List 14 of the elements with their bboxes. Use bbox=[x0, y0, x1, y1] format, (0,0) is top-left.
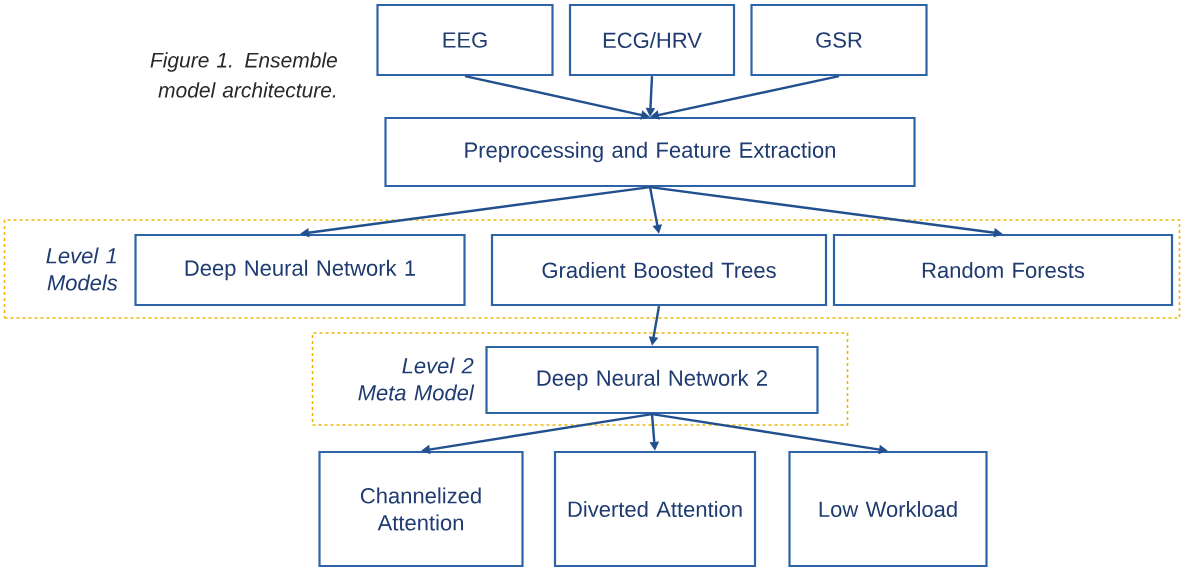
process-box: Diverted Attention bbox=[553, 450, 757, 568]
process-box: Preprocessing and Feature Extraction bbox=[384, 116, 916, 188]
process-box: ECG/HRV bbox=[568, 3, 736, 77]
process-box: Deep Neural Network 2 bbox=[485, 345, 819, 415]
process-box: EEG bbox=[376, 3, 554, 77]
process-box: GSR bbox=[750, 3, 928, 77]
group-label: Level 1 Models bbox=[46, 247, 118, 291]
figure-caption: Figure 1. Ensemble model architecture. bbox=[150, 52, 337, 98]
process-box: Low Workload bbox=[788, 450, 988, 568]
group-label: Level 2 Meta Model bbox=[358, 357, 475, 401]
process-box: Random Forests bbox=[832, 233, 1174, 307]
process-box: Channelized Attention bbox=[318, 450, 524, 568]
process-box: Deep Neural Network 1 bbox=[134, 233, 466, 307]
process-box: Gradient Boosted Trees bbox=[490, 233, 828, 307]
